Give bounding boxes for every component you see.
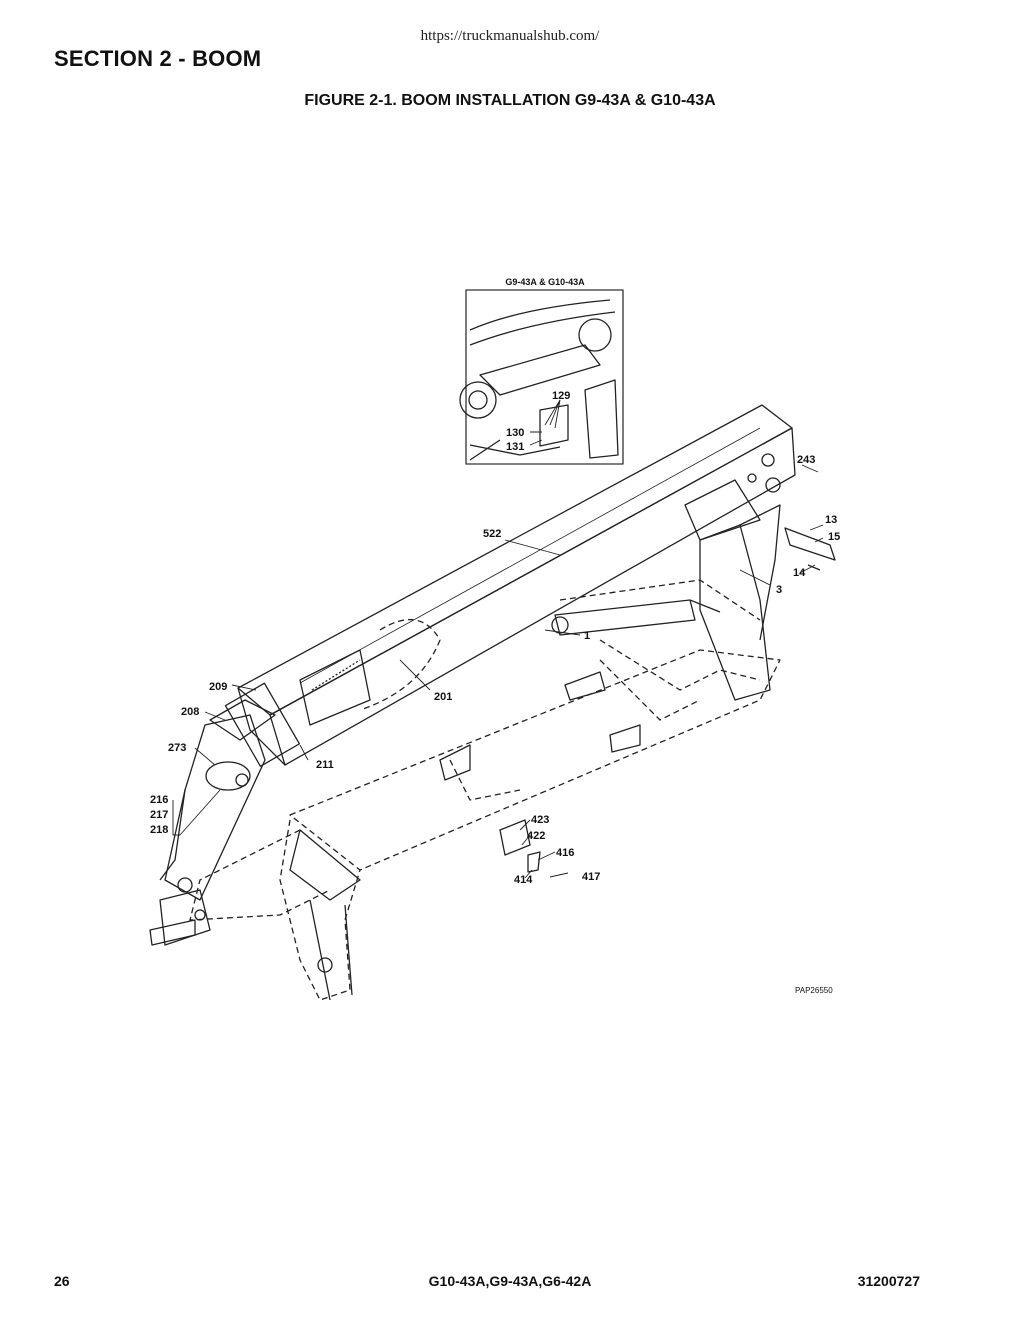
- callout-217: 217: [150, 809, 168, 821]
- callout-423: 423: [531, 814, 549, 826]
- callout-218: 218: [150, 824, 168, 836]
- lift-cylinder: [554, 599, 696, 636]
- callout-131: 131: [506, 441, 524, 453]
- callout-130: 130: [506, 427, 524, 439]
- callout-416: 416: [556, 847, 574, 859]
- callout-14: 14: [793, 567, 806, 579]
- section-title: SECTION 2 - BOOM: [54, 46, 262, 71]
- callout-15: 15: [828, 531, 840, 543]
- chassis-frame: [289, 649, 781, 871]
- callout-209: 209: [209, 681, 227, 693]
- callout-243: 243: [797, 454, 815, 466]
- callout-201: 201: [434, 691, 452, 703]
- callout-3: 3: [776, 584, 782, 596]
- inset-title: G9-43A & G10-43A: [505, 277, 585, 287]
- callout-417: 417: [582, 871, 600, 883]
- callout-208: 208: [181, 706, 199, 718]
- callout-216: 216: [150, 794, 168, 806]
- callout-13: 13: [825, 514, 837, 526]
- page-number: 26: [54, 1273, 70, 1289]
- footer-models: G10-43A,G9-43A,G6-42A: [428, 1273, 592, 1289]
- footer-doc-number: 31200727: [857, 1273, 920, 1289]
- callout-1: 1: [584, 630, 590, 642]
- figure-title: FIGURE 2-1. BOOM INSTALLATION G9-43A & G…: [304, 92, 716, 109]
- source-url[interactable]: https://truckmanualshub.com/: [420, 28, 600, 44]
- callout-211: 211: [316, 759, 334, 771]
- callout-422: 422: [527, 830, 545, 842]
- callout-273: 273: [168, 742, 186, 754]
- drawing-id: PAP26550: [795, 986, 833, 995]
- callout-522: 522: [483, 528, 501, 540]
- inset-frame: [465, 289, 624, 465]
- callout-414: 414: [514, 874, 533, 886]
- callout-129: 129: [552, 390, 570, 402]
